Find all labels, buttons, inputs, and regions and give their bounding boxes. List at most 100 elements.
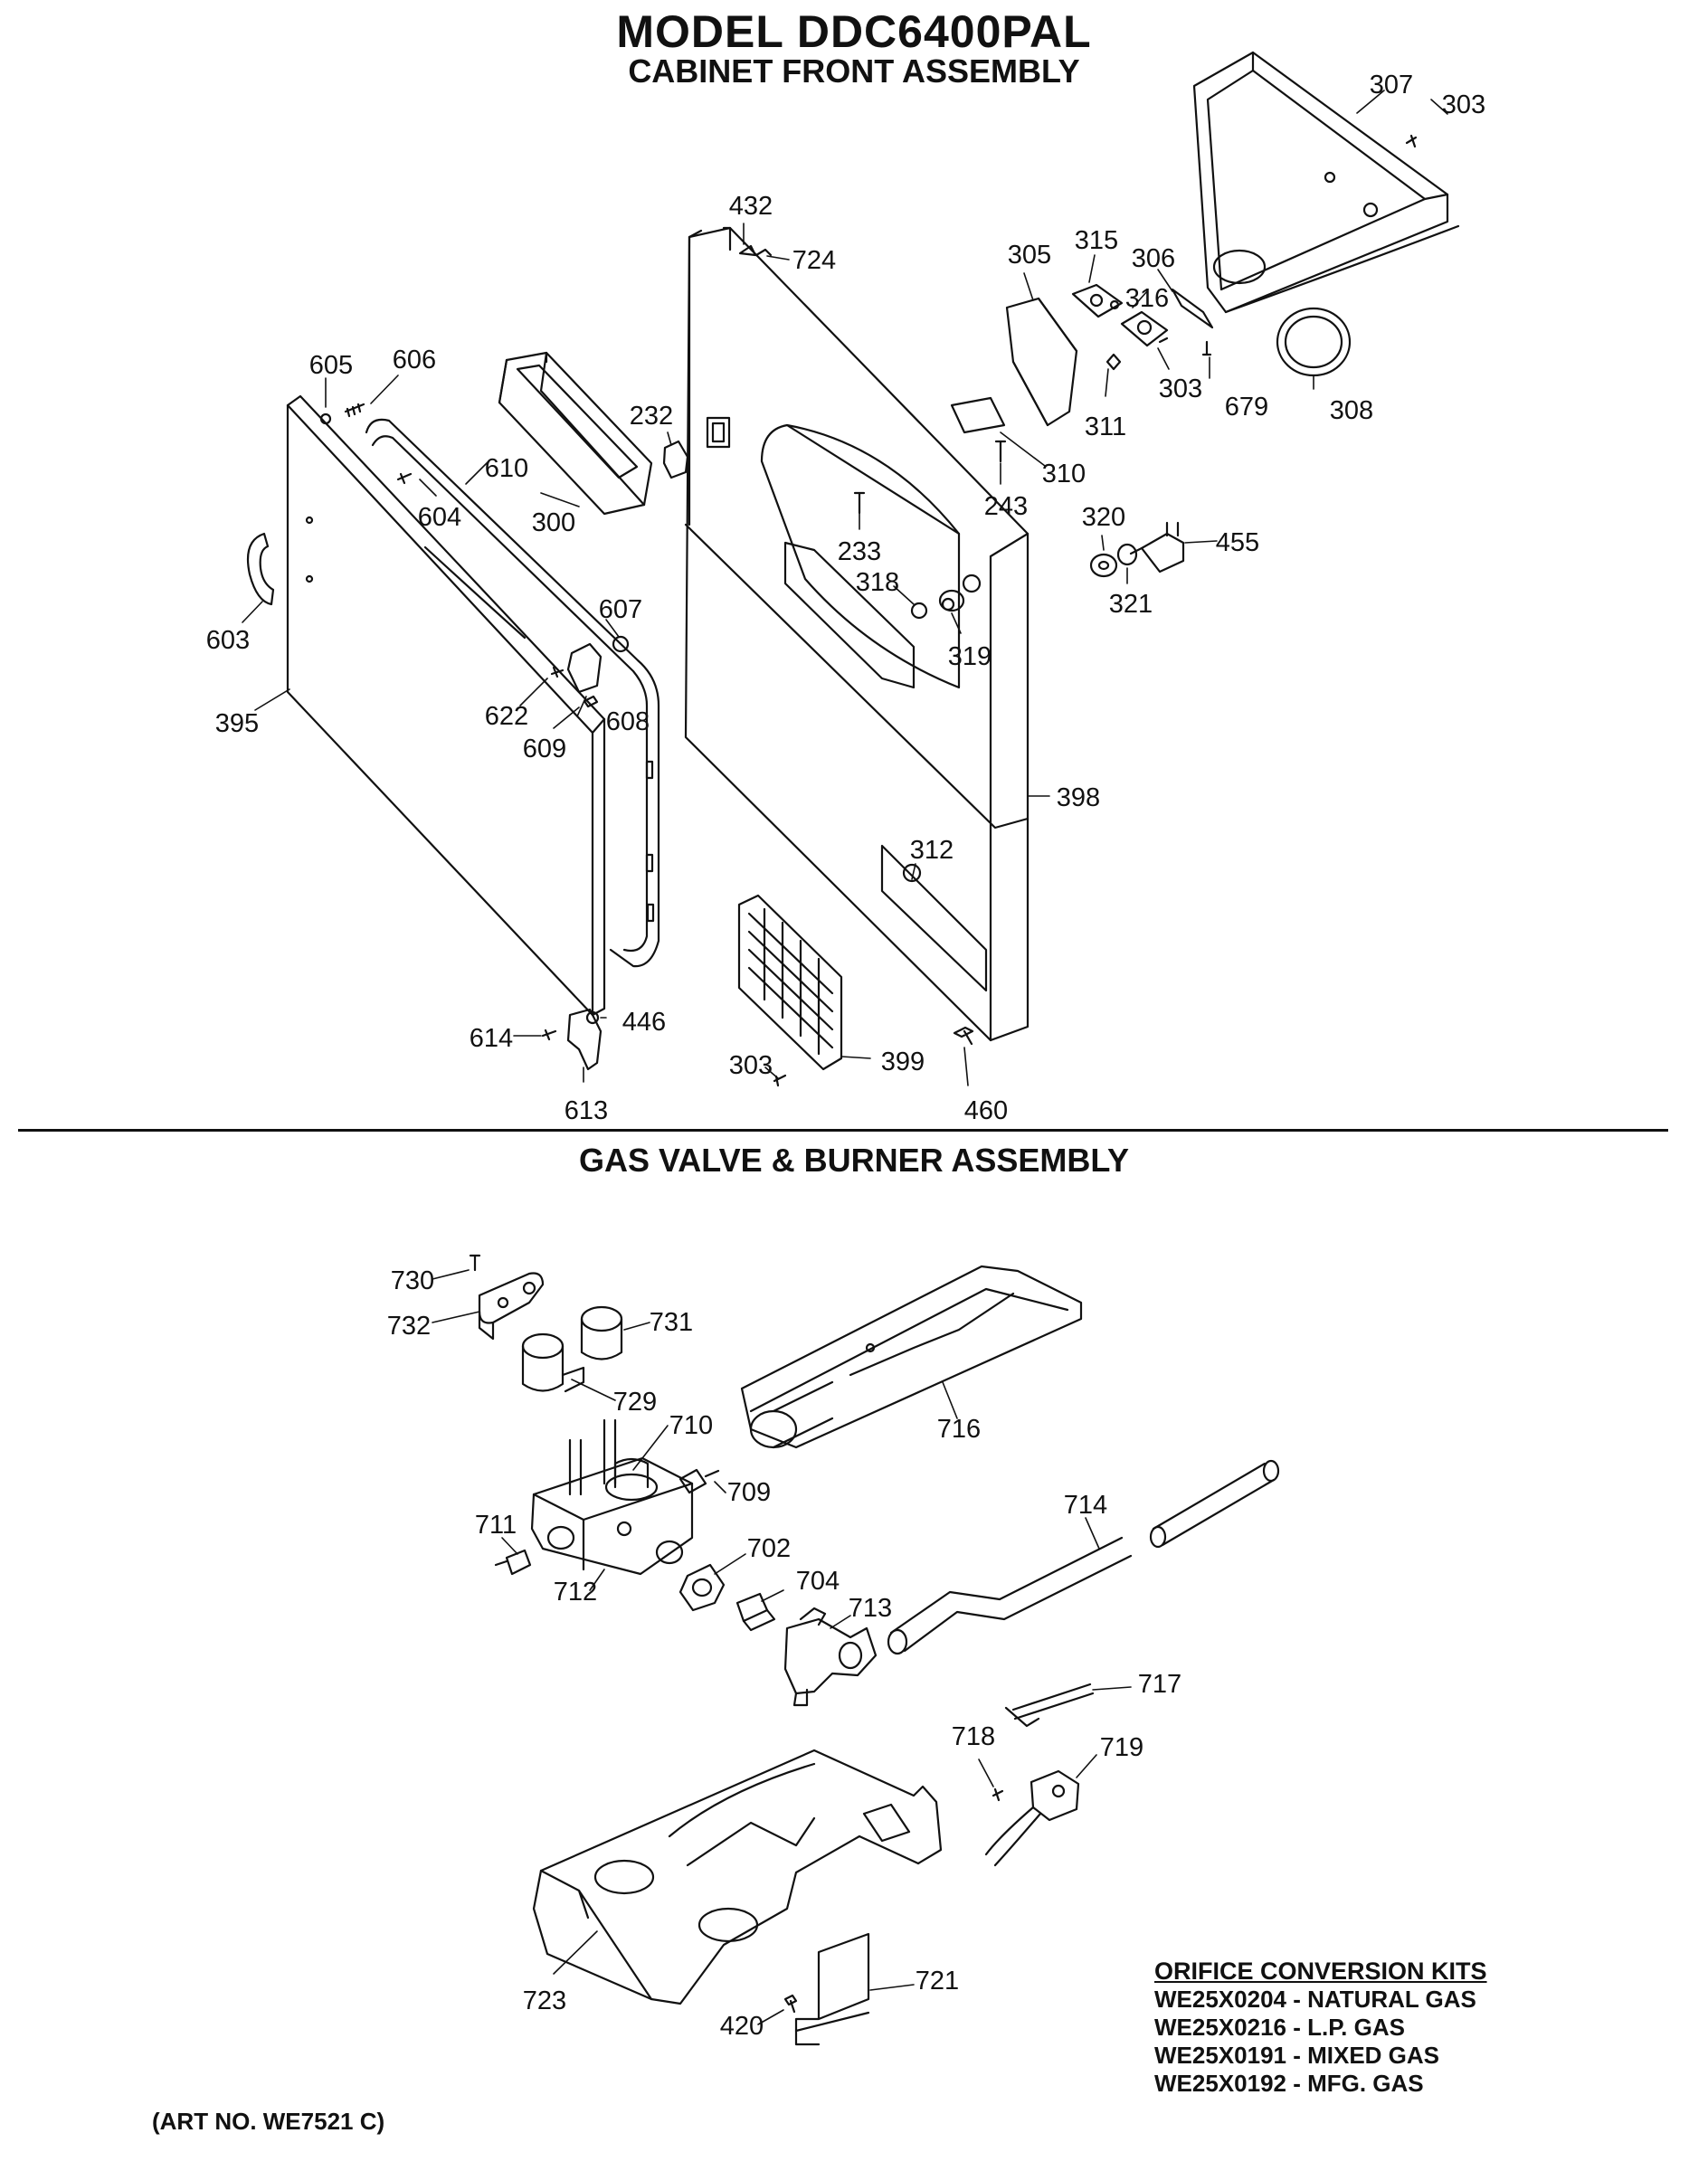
part-718-screw (992, 1787, 1004, 1802)
callout-730: 730 (390, 1266, 435, 1295)
part-613-hinge (566, 1008, 603, 1071)
part-307-duct (1192, 51, 1460, 314)
callout-731: 731 (649, 1308, 694, 1337)
callout-729: 729 (612, 1388, 658, 1417)
callout-232: 232 (629, 402, 674, 431)
part-609 (583, 695, 599, 708)
orifice-kit-item: WE25X0204 - NATURAL GAS (1154, 1986, 1476, 2013)
part-455-switch (1140, 532, 1185, 574)
callout-718: 718 (951, 1722, 996, 1751)
callout-605: 605 (308, 351, 354, 380)
callout-614: 614 (469, 1024, 514, 1053)
part-605 (319, 412, 332, 425)
part-622-screw (550, 666, 565, 678)
part-321-washer (1116, 543, 1138, 566)
callout-318: 318 (855, 568, 900, 597)
orifice-kit-item: WE25X0192 - MFG. GAS (1154, 2070, 1424, 2097)
callout-315: 315 (1074, 226, 1119, 255)
callout-710: 710 (669, 1411, 714, 1440)
part-717-igniter (1004, 1683, 1095, 1728)
part-318-nut (910, 602, 928, 620)
part-233-screw (853, 491, 866, 515)
model-title: MODEL DDC6400PAL (616, 6, 1092, 57)
part-398-front-panel (684, 226, 1030, 1042)
callout-622: 622 (484, 702, 529, 731)
callout-679: 679 (1224, 393, 1269, 422)
orifice-kits-title: ORIFICE CONVERSION KITS (1154, 1958, 1487, 1985)
callout-399: 399 (880, 1048, 925, 1076)
callout-606: 606 (392, 346, 437, 374)
callout-608: 608 (605, 707, 650, 736)
part-679-screw (1201, 340, 1212, 356)
callout-303-b: 303 (1158, 374, 1203, 403)
part-713-shutoff-valve (783, 1607, 878, 1707)
callout-714: 714 (1063, 1491, 1108, 1520)
callout-713: 713 (848, 1594, 893, 1623)
part-303-screw-b (1158, 337, 1169, 344)
part-604-screw (396, 472, 413, 485)
part-460-screw (953, 1026, 974, 1046)
part-730-screw (469, 1254, 481, 1272)
callout-712: 712 (553, 1578, 598, 1607)
callout-316: 316 (1124, 284, 1170, 313)
callout-310: 310 (1041, 460, 1086, 488)
part-305-bracket (1005, 297, 1078, 427)
callout-243: 243 (983, 492, 1029, 521)
part-610-door-liner (365, 418, 660, 968)
part-732-bracket (478, 1272, 545, 1324)
callout-303-a: 303 (1441, 90, 1486, 119)
part-614-screw (541, 1029, 557, 1041)
part-608-latch (566, 642, 603, 694)
part-395-door-panel (286, 394, 606, 1017)
callout-613: 613 (564, 1096, 609, 1125)
orifice-kit-item: WE25X0191 - MIXED GAS (1154, 2042, 1439, 2069)
callout-603: 603 (205, 626, 251, 655)
part-719-flame-sensor (984, 1769, 1080, 1867)
callout-398: 398 (1056, 783, 1101, 812)
part-319-washer (938, 589, 965, 612)
part-731-coil (580, 1305, 623, 1360)
part-702-nut (678, 1563, 726, 1612)
art-number: (ART NO. WE7521 C) (152, 2108, 385, 2135)
callout-300: 300 (531, 508, 576, 537)
callout-312: 312 (909, 836, 954, 865)
callout-306: 306 (1131, 244, 1176, 273)
part-300-box (498, 351, 653, 516)
callout-724: 724 (792, 246, 837, 275)
part-711-fitting (494, 1549, 532, 1576)
callout-395: 395 (214, 709, 260, 738)
callout-432: 432 (728, 192, 773, 221)
callout-704: 704 (795, 1567, 840, 1596)
callout-319: 319 (947, 642, 992, 671)
callout-732: 732 (386, 1312, 432, 1341)
part-724 (754, 248, 773, 257)
callout-610: 610 (484, 454, 529, 483)
orifice-kit-item: WE25X0216 - L.P. GAS (1154, 2014, 1405, 2041)
part-243-screw (994, 440, 1007, 463)
part-606-spring (344, 403, 365, 418)
part-709-fitting (678, 1468, 720, 1494)
part-446 (585, 1010, 600, 1025)
part-714-gas-tube (887, 1459, 1280, 1655)
part-716-burner (740, 1265, 1083, 1449)
part-320-washer (1089, 553, 1118, 578)
part-306-clip (1171, 288, 1214, 329)
callout-446: 446 (622, 1008, 667, 1037)
callout-303-c: 303 (728, 1051, 773, 1080)
callout-305: 305 (1007, 241, 1052, 270)
section-divider (18, 1129, 1668, 1132)
callout-716: 716 (936, 1415, 982, 1444)
callout-308: 308 (1329, 396, 1374, 425)
callout-709: 709 (726, 1478, 772, 1507)
part-303-screw-c (773, 1074, 787, 1087)
part-432 (738, 244, 757, 257)
callout-717: 717 (1137, 1670, 1182, 1699)
callout-723: 723 (522, 1986, 567, 2015)
part-316-plate (1120, 310, 1169, 347)
part-607-bumper (612, 635, 630, 653)
part-704-fitting (735, 1592, 776, 1632)
part-603-handle (246, 532, 275, 606)
callout-420: 420 (719, 2012, 764, 2041)
part-399-grille (737, 894, 843, 1071)
